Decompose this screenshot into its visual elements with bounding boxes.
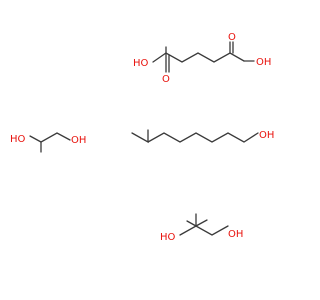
neopentyl-glycol: HO OH bbox=[160, 213, 243, 243]
adipic-acid: HO O O OH bbox=[133, 32, 271, 85]
neopentyl-glycol-methyl-down bbox=[186, 220, 197, 227]
adipic-acid-oxygen-label-right: O bbox=[228, 32, 236, 43]
isodecanol-backbone bbox=[131, 129, 259, 144]
structure-canvas: HO O O OH HO OH OH HO OH bbox=[10, 32, 274, 243]
propanediol-hydroxyl-label-left: HO bbox=[10, 134, 26, 145]
isodecanol: OH bbox=[131, 129, 274, 144]
propanediol-backbone bbox=[40, 132, 71, 153]
adipic-acid-hydroxyl-label-right: OH bbox=[256, 57, 271, 68]
propanediol-hydroxyl-label-right: OH bbox=[71, 135, 86, 146]
propanediol: HO OH bbox=[10, 132, 86, 153]
neopentyl-glycol-hydroxyl-label-left: HO bbox=[160, 232, 176, 243]
isodecanol-hydroxyl-label: OH bbox=[259, 130, 274, 141]
adipic-acid-oxygen-label-left: O bbox=[162, 74, 170, 85]
propanediol-oh-bond-left bbox=[29, 135, 42, 143]
neopentyl-glycol-hydroxyl-label-right: OH bbox=[228, 229, 243, 240]
adipic-acid-hydroxyl-label-left: HO bbox=[133, 58, 149, 69]
neopentyl-glycol-backbone bbox=[179, 213, 229, 236]
